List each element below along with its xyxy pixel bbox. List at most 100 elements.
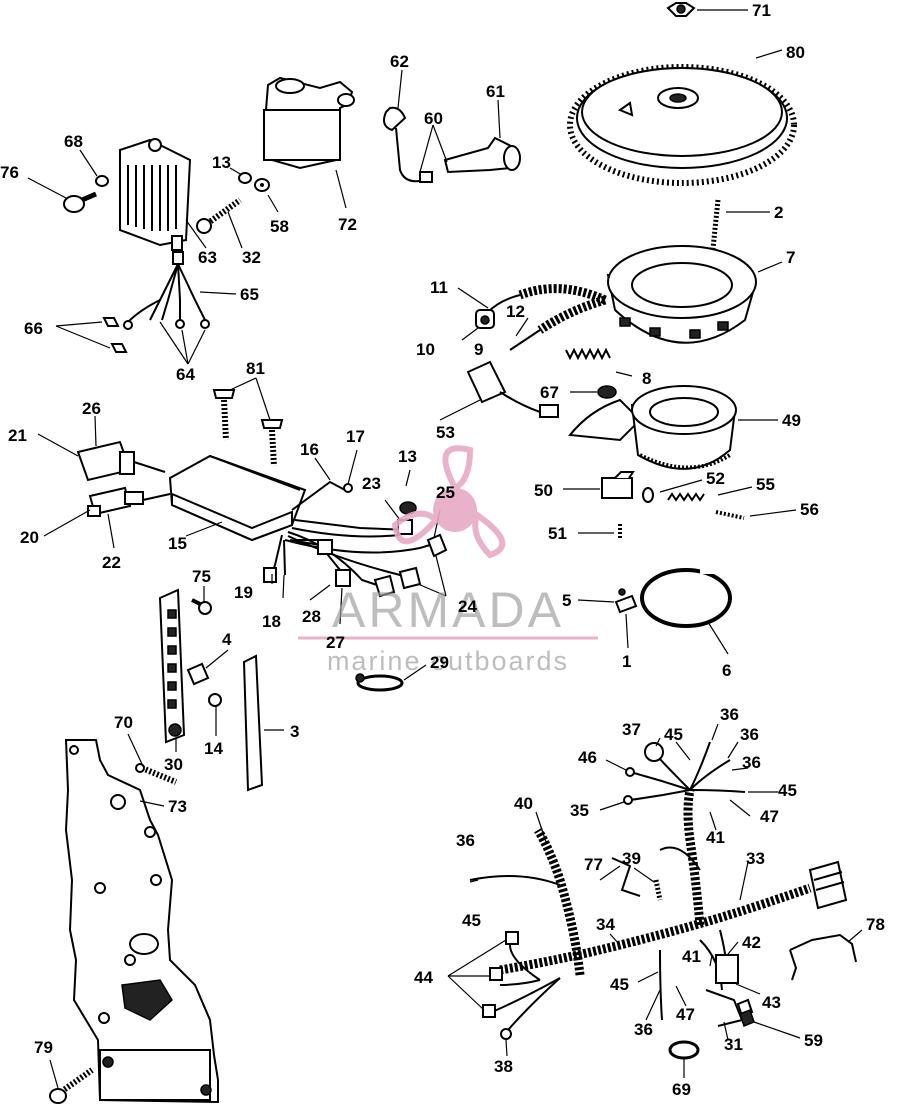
power-pack: [168, 454, 307, 542]
callout-44: 44: [414, 968, 433, 987]
callout-6: 6: [722, 661, 731, 680]
callout-69: 69: [672, 1080, 691, 1099]
power-pack-terminal-front: [76, 440, 166, 482]
callout-41: 41: [706, 828, 725, 847]
spring: [565, 347, 611, 361]
callout-58: 58: [270, 217, 289, 236]
callout-36: 36: [720, 705, 739, 724]
callout-77: 77: [584, 855, 603, 874]
callout-76: 76: [0, 163, 19, 182]
callout-46: 46: [578, 748, 597, 767]
callout-78: 78: [866, 915, 885, 934]
callout-7: 7: [786, 248, 795, 267]
callout-47: 47: [676, 1005, 695, 1024]
callout-79: 79: [34, 1038, 53, 1057]
callout-73: 73: [168, 797, 187, 816]
callout-66: 66: [24, 319, 43, 338]
callout-45: 45: [610, 975, 629, 994]
callout-36: 36: [742, 753, 761, 772]
bracket-pin: [135, 763, 178, 785]
callout-28: 28: [302, 607, 321, 626]
callout-25: 25: [436, 483, 455, 502]
callout-50: 50: [534, 481, 553, 500]
callout-17: 17: [346, 427, 365, 446]
callout-55: 55: [756, 475, 775, 494]
callout-60: 60: [424, 109, 443, 128]
callout-52: 52: [706, 469, 725, 488]
voltage-regulator: [119, 138, 192, 251]
callout-49: 49: [782, 411, 801, 430]
power-pack-screws: [212, 389, 284, 467]
callout-43: 43: [762, 993, 781, 1012]
callout-39: 39: [622, 849, 641, 868]
callout-56: 56: [800, 500, 819, 519]
callout-64: 64: [176, 365, 195, 384]
timer-clip: [614, 588, 638, 614]
callout-38: 38: [494, 1057, 513, 1076]
callout-16: 16: [300, 440, 319, 459]
callout-20: 20: [20, 528, 39, 547]
coil-screw: [196, 197, 242, 234]
callout-14: 14: [204, 739, 223, 758]
callout-59: 59: [804, 1031, 823, 1050]
flywheel-nut: [666, 2, 696, 17]
ignition-coil: [263, 76, 355, 170]
terminal-clip: [186, 662, 210, 686]
wire-tie: [355, 673, 404, 692]
regulator-leads: [102, 251, 210, 353]
callout-31: 31: [724, 1035, 743, 1054]
callout-61: 61: [486, 82, 505, 101]
callout-45: 45: [462, 911, 481, 930]
callout-13: 13: [398, 447, 417, 466]
callout-71: 71: [752, 1, 771, 20]
callout-labels: 71 80 62 61 60 68 76 13 58 72 63 32 65 2…: [0, 1, 885, 1099]
regulator-screw: [63, 191, 97, 213]
callout-1: 1: [622, 652, 631, 671]
mounting-bracket: [64, 739, 219, 1104]
callout-19: 19: [234, 583, 253, 602]
callout-21: 21: [8, 426, 27, 445]
callout-80: 80: [786, 43, 805, 62]
callout-32: 32: [242, 248, 261, 267]
stator-connector: [475, 309, 495, 329]
retaining-ring: [640, 566, 732, 628]
callout-63: 63: [198, 248, 217, 267]
washers: [238, 172, 270, 192]
callout-68: 68: [64, 132, 83, 151]
watermark-tagline: marine outboards: [327, 646, 569, 676]
watermark-logo: ARMADA marine outboards: [298, 445, 598, 676]
terminal-board: [158, 588, 186, 744]
callout-5: 5: [562, 591, 571, 610]
spark-plug-boot: [443, 136, 521, 174]
callout-18: 18: [262, 612, 281, 631]
stator: [606, 245, 757, 344]
callout-8: 8: [642, 369, 651, 388]
callout-36: 36: [634, 1020, 653, 1039]
clip-screw: [208, 693, 222, 707]
callout-41: 41: [682, 947, 701, 966]
power-pack-leads: [263, 480, 448, 598]
callout-23: 23: [362, 474, 381, 493]
harness-tube: [242, 654, 264, 792]
callout-2: 2: [774, 203, 783, 222]
callout-62: 62: [390, 52, 409, 71]
callout-53: 53: [436, 423, 455, 442]
callout-11: 11: [430, 278, 448, 297]
callout-26: 26: [82, 399, 101, 418]
callout-4: 4: [222, 630, 232, 649]
callout-15: 15: [168, 534, 187, 553]
callout-36: 36: [456, 831, 475, 850]
callout-42: 42: [742, 933, 761, 952]
callout-40: 40: [514, 794, 533, 813]
timer-base-nut: [597, 385, 617, 399]
board-screw: [191, 598, 212, 615]
callout-45: 45: [664, 725, 683, 744]
callout-3: 3: [290, 722, 299, 741]
bracket-bolt: [49, 1067, 94, 1104]
callout-45: 45: [778, 781, 797, 800]
callout-10: 10: [416, 340, 435, 359]
main-wire-harness: [469, 741, 857, 1060]
callout-13: 13: [212, 153, 231, 172]
callout-35: 35: [570, 801, 589, 820]
